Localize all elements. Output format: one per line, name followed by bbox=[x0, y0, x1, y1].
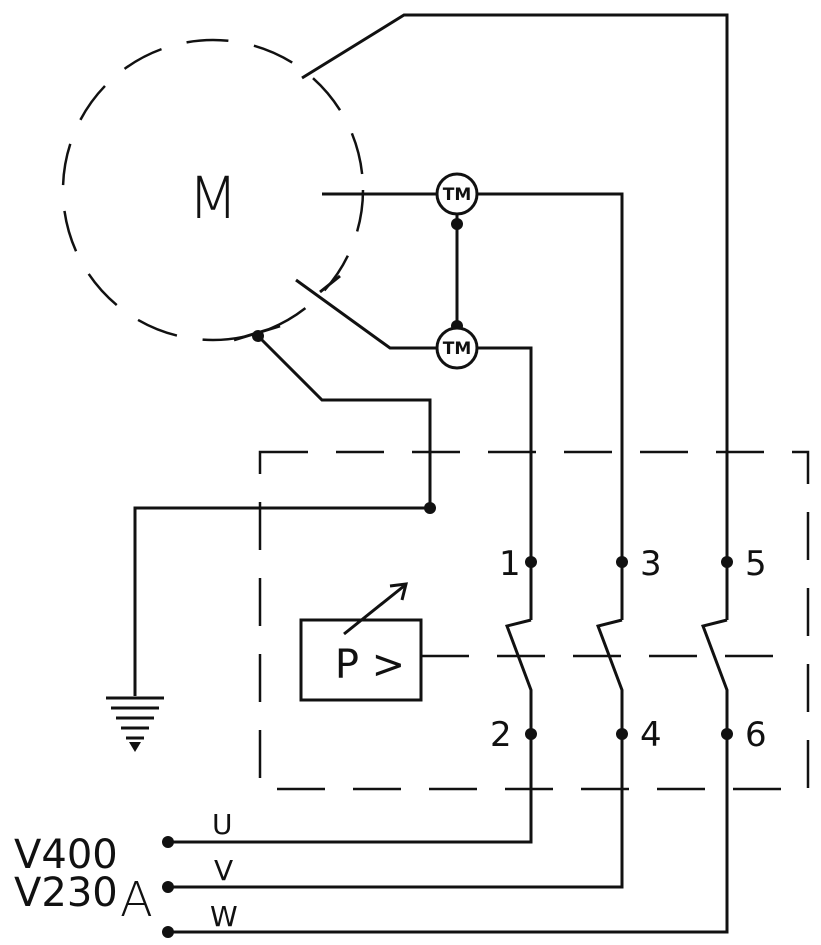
supply-voltage-400: V400 bbox=[14, 832, 118, 878]
supply-terminal-v bbox=[162, 881, 174, 893]
junction-dot bbox=[451, 218, 463, 230]
terminal-2-label: 2 bbox=[490, 715, 512, 755]
breaker-enclosure bbox=[258, 450, 810, 791]
motor-outline bbox=[61, 38, 365, 342]
terminal-5-label: 5 bbox=[745, 544, 767, 584]
switch-contact-1-2 bbox=[505, 618, 533, 785]
supply-terminal-w bbox=[162, 926, 174, 938]
terminal-1-label: 1 bbox=[499, 544, 521, 584]
terminal-6-label: 6 bbox=[745, 715, 767, 755]
supply-line-w bbox=[168, 785, 729, 934]
overcurrent-element-label: P > bbox=[335, 642, 405, 688]
ground-icon bbox=[106, 696, 164, 752]
terminal-1-dot bbox=[525, 556, 537, 568]
wire-motor-to-tm2 bbox=[295, 278, 437, 350]
switch-contact-5-6 bbox=[701, 618, 729, 785]
switch-contact-3-4 bbox=[596, 618, 624, 785]
adjustable-arrow-line bbox=[343, 584, 405, 636]
supply-line-u bbox=[168, 785, 533, 844]
wire-tm2-to-terminal-1 bbox=[477, 346, 533, 562]
wire-motor-earth bbox=[256, 334, 432, 508]
terminal-4-dot bbox=[616, 728, 628, 740]
terminal-3-dot bbox=[616, 556, 628, 568]
thermal-sensor-2 bbox=[435, 326, 479, 370]
thermal-sensor-2-label: TM bbox=[443, 339, 472, 359]
thermal-sensor-1 bbox=[435, 172, 479, 216]
terminal-3-label: 3 bbox=[640, 544, 662, 584]
phase-label-w: W bbox=[210, 900, 238, 933]
terminal-2-dot bbox=[525, 728, 537, 740]
terminal-4-label: 4 bbox=[640, 715, 662, 755]
wire-phase-w-motor bbox=[301, 13, 729, 562]
wire-tm1-to-terminal-3 bbox=[477, 192, 624, 562]
supply-letter: A bbox=[120, 872, 153, 928]
thermal-sensor-1-label: TM bbox=[443, 185, 472, 205]
wire-tick-mark bbox=[319, 274, 341, 294]
supply-terminal-u bbox=[162, 836, 174, 848]
motor-label: M bbox=[188, 164, 238, 232]
phase-label-u: U bbox=[212, 808, 233, 841]
supply-voltage-230: V230 bbox=[14, 870, 118, 916]
terminal-6-dot bbox=[721, 728, 733, 740]
wire-to-ground bbox=[133, 506, 430, 696]
terminal-5-dot bbox=[721, 556, 733, 568]
supply-line-v bbox=[168, 785, 624, 889]
phase-label-v: V bbox=[214, 854, 233, 887]
adjustable-arrow-head bbox=[389, 582, 408, 601]
